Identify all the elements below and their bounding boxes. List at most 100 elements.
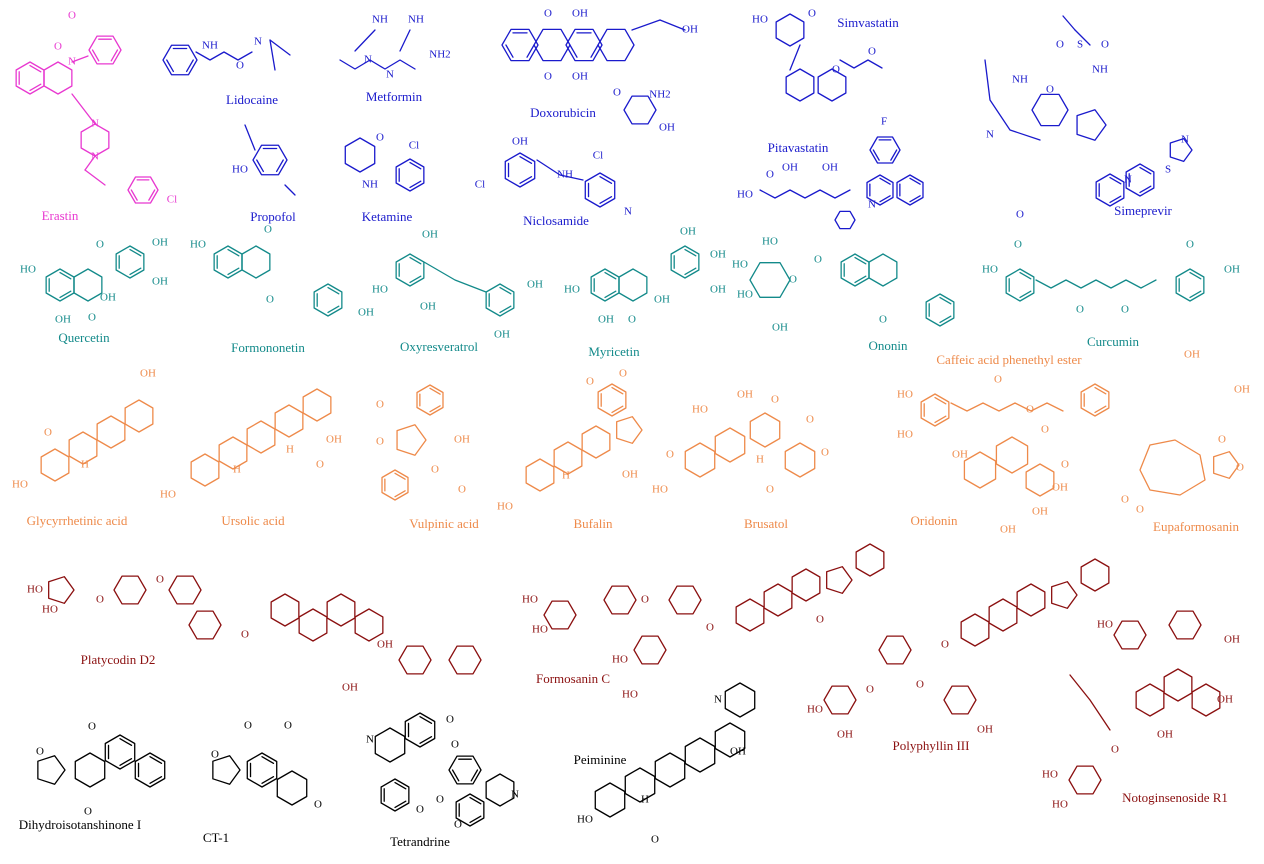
atom-label: O <box>994 374 1002 386</box>
atom-label: HO <box>737 289 753 301</box>
atom-label: HO <box>807 704 823 716</box>
atom-label: OH <box>710 284 726 296</box>
atom-label: O <box>314 799 322 811</box>
atom-label: HO <box>737 189 753 201</box>
atom-label: O <box>96 239 104 251</box>
atom-label: O <box>628 314 636 326</box>
atom-label: O <box>1026 404 1034 416</box>
atom-label: OH <box>152 237 168 249</box>
label-formononetin: Formononetin <box>231 340 305 355</box>
atom-label: OH <box>1224 264 1240 276</box>
atom-label: H <box>81 459 89 471</box>
atom-label: NH <box>372 14 388 26</box>
atom-label: OH <box>710 249 726 261</box>
atom-label: O <box>808 8 816 20</box>
atom-label: O <box>868 46 876 58</box>
atom-label: O <box>156 574 164 586</box>
atom-label: HO <box>1097 619 1113 631</box>
atom-label: OH <box>494 329 510 341</box>
atom-label: OH <box>822 162 838 174</box>
atom-label: N <box>254 36 262 48</box>
atom-label: O <box>451 739 459 751</box>
atom-label: OH <box>654 294 670 306</box>
atom-label: HO <box>692 404 708 416</box>
atom-label: OH <box>55 314 71 326</box>
atom-label: O <box>44 427 52 439</box>
atom-label: Cl <box>475 179 485 191</box>
atom-label: O <box>816 614 824 626</box>
atom-label: OH <box>572 71 588 83</box>
label-formosanin: Formosanin C <box>535 671 611 686</box>
label-notoginsenoside: Notoginsenoside R1 <box>1122 790 1228 805</box>
atom-label: O <box>806 414 814 426</box>
label-tetrandrine: Tetrandrine <box>390 834 450 849</box>
atom-label: O <box>36 746 44 758</box>
atom-label: OH <box>737 389 753 401</box>
atom-label: O <box>916 679 924 691</box>
atom-label: OH <box>100 292 116 304</box>
atom-label: N <box>986 129 994 141</box>
label-curcumin: Curcumin <box>1087 334 1139 349</box>
atom-label: HO <box>612 654 628 666</box>
atom-label: N <box>511 789 519 801</box>
atom-label: N <box>386 69 394 81</box>
label-ketamine: Ketamine <box>361 209 413 224</box>
atom-label: HO <box>160 489 176 501</box>
atom-label: N <box>1124 174 1132 186</box>
atom-label: OH <box>140 368 156 380</box>
atom-label: H <box>641 794 649 806</box>
label-pitavastatin: Pitavastatin <box>767 140 829 155</box>
atom-label: O <box>941 639 949 651</box>
atom-label: O <box>1111 744 1119 756</box>
atom-label: OH <box>782 162 798 174</box>
atom-label: O <box>244 720 252 732</box>
atom-label: O <box>766 484 774 496</box>
atom-label: OH <box>1224 634 1240 646</box>
label-oxyresveratrol: Oxyresveratrol <box>400 339 478 354</box>
atom-label: O <box>821 447 829 459</box>
label-ononin: Ononin <box>868 338 908 353</box>
atom-label: OH <box>1184 349 1200 361</box>
atom-label: HO <box>20 264 36 276</box>
atom-label: OH <box>527 279 543 291</box>
atom-label: OH <box>358 307 374 319</box>
atom-label: HO <box>190 239 206 251</box>
atom-label: O <box>1236 462 1244 474</box>
atom-label: O <box>706 622 714 634</box>
label-myricetin: Myricetin <box>588 344 640 359</box>
label-quercetin: Quercetin <box>58 330 110 345</box>
atom-label: HO <box>577 814 593 826</box>
atom-label: S <box>1165 164 1171 176</box>
atom-label: O <box>1056 39 1064 51</box>
atom-label: N <box>91 151 99 163</box>
atom-label: O <box>1061 459 1069 471</box>
atom-label: NH2 <box>649 89 670 101</box>
atom-label: OH <box>772 322 788 334</box>
atom-label: OH <box>837 729 853 741</box>
label-simvastatin: Simvastatin <box>837 15 899 30</box>
atom-label: O <box>376 399 384 411</box>
atom-label: O <box>771 394 779 406</box>
atom-label: O <box>1121 304 1129 316</box>
atom-label: OH <box>1234 384 1250 396</box>
label-metformin: Metformin <box>365 89 423 104</box>
atom-label: O <box>316 459 324 471</box>
atom-label: Cl <box>409 140 419 152</box>
atom-label: OH <box>572 8 588 20</box>
atom-label: O <box>446 714 454 726</box>
